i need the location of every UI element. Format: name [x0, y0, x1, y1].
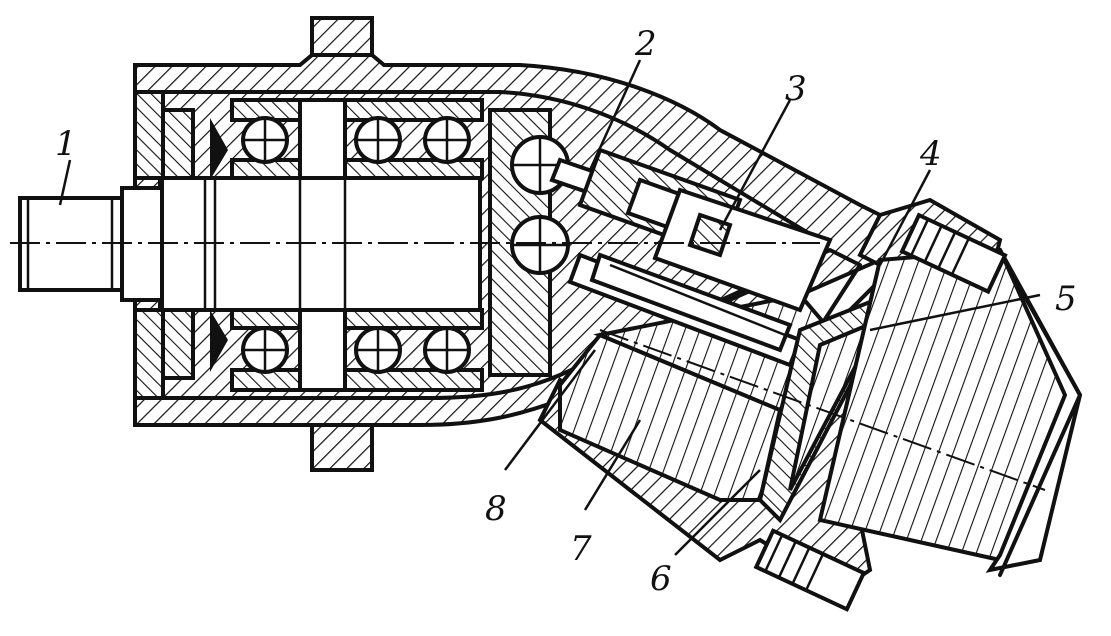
- cover-bolts: [753, 212, 1008, 612]
- label-8: 8: [485, 489, 507, 529]
- block-centerline: [599, 329, 1046, 491]
- label-2: 2: [634, 24, 657, 64]
- label-5: 5: [1055, 279, 1077, 319]
- leader-lines: [58, 59, 1041, 556]
- pistons: [549, 147, 833, 368]
- part-labels: 1 2 3 4 5 6 7 8: [55, 24, 1077, 599]
- label-7: 7: [570, 529, 592, 569]
- label-6: 6: [650, 559, 672, 599]
- label-1: 1: [55, 124, 77, 164]
- shaft-seal: [133, 90, 228, 400]
- ball-bearing-set: [230, 98, 484, 392]
- label-3: 3: [785, 69, 807, 109]
- label-4: 4: [919, 134, 942, 174]
